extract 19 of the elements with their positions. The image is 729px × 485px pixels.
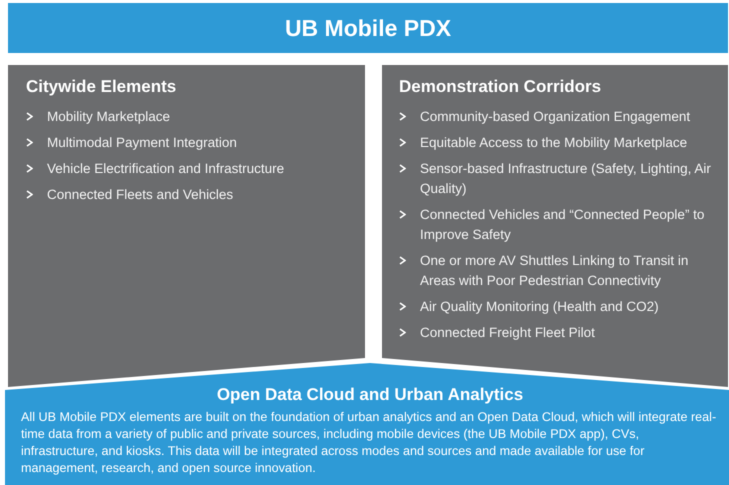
list-item: Community-based Organization Engagement: [420, 108, 690, 126]
list-item: Equitable Access to the Mobility Marketplace: [420, 134, 688, 152]
list-item: Air Quality Monitoring (Health and CO2): [420, 298, 659, 316]
footer-band: [5, 363, 729, 485]
panel-heading: Demonstration Corridors: [399, 77, 602, 97]
list-item: Sensor-based Infrastructure (Safety, Lighting, Air Quality): [420, 160, 712, 198]
list-item: Vehicle Electrification and Infrastructure: [47, 160, 284, 178]
description-text: All UB Mobile PDX elements are built on the foundation of urban analytics and an Open Data Cloud, which will integrate real-time data from a variety of public and private sources, including mobile devices (the UB Mobile PDX app), CVs, infrastructure, and kiosks. This data will be integrated across modes and sources and made available for use for management, research, and open source innovation.: [21, 409, 718, 477]
list-item: Connected Fleets and Vehicles: [47, 186, 234, 204]
list-item: One or more AV Shuttles Linking to Transit in Areas with Poor Pedestrian Connectivity: [420, 252, 690, 290]
panel-heading: Citywide Elements: [26, 77, 178, 97]
list-item: Mobility Marketplace: [47, 108, 170, 126]
list-item: Connected Freight Fleet Pilot: [420, 324, 595, 342]
title-banner: UB Mobile PDX: [8, 3, 728, 53]
panel-heading: Open Data Cloud and Urban Analytics: [216, 385, 524, 405]
panel: [8, 65, 365, 387]
list-item: Connected Vehicles and “Connected People” to Improve Safety: [420, 206, 706, 244]
list-item: Multimodal Payment Integration: [47, 134, 237, 152]
panel: [382, 65, 728, 387]
